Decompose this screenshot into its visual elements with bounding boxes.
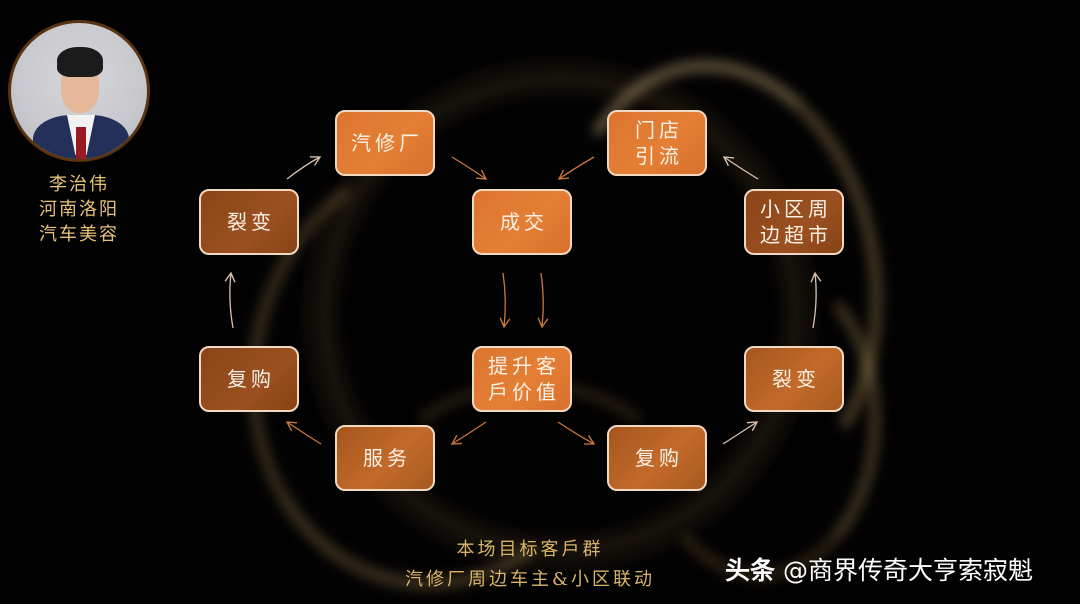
node-qixiuchang: 汽修厂 xyxy=(335,110,435,176)
node-fugou-right: 复购 xyxy=(607,425,707,491)
node-mendian-yinliu: 门店 引流 xyxy=(607,110,707,176)
avatar-hair xyxy=(57,47,103,77)
avatar xyxy=(8,20,150,162)
caption-line1: 本场目标客戶群 xyxy=(456,539,604,560)
target-audience-caption: 本场目标客戶群 汽修厂周边车主&小区联动 xyxy=(380,535,680,595)
light-arc xyxy=(640,260,880,580)
arrow-xiaoqu-to-mendian xyxy=(722,156,759,180)
node-fugou-left: 复购 xyxy=(199,346,299,412)
node-label: 复购 xyxy=(227,367,275,391)
arrow-fuwu-to-fugou-left xyxy=(285,421,322,445)
node-xiaoqu-chaoshi: 小区周 边超市 xyxy=(744,189,844,255)
arrow-tisheng-to-fugou-right xyxy=(557,421,596,445)
arrow-fugou-to-liebian-left xyxy=(224,271,236,329)
node-liebian-left: 裂变 xyxy=(199,189,299,255)
arrow-fugou-to-liebian-right xyxy=(722,421,759,445)
node-label-line2: 边超市 xyxy=(760,223,832,247)
speaker-business: 汽车美容 xyxy=(39,224,119,245)
node-liebian-right: 裂变 xyxy=(744,346,844,412)
node-label: 裂变 xyxy=(772,367,820,391)
speaker-location: 河南洛阳 xyxy=(39,199,119,220)
node-label-line1: 小区周 xyxy=(760,197,832,221)
node-label-line2: 引流 xyxy=(635,144,683,168)
node-chengjiao: 成交 xyxy=(472,189,572,255)
caption-line2: 汽修厂周边车主&小区联动 xyxy=(404,569,656,590)
node-label-line2: 戶价值 xyxy=(488,380,560,404)
node-label-line1: 门店 xyxy=(635,118,683,142)
watermark: 头条@商界传奇大亨索寂魁 xyxy=(725,555,1033,587)
node-label: 复购 xyxy=(635,446,683,470)
speaker-profile: 李治伟 河南洛阳 汽车美容 xyxy=(8,20,150,247)
arrow-qixiuchang-to-chengjiao xyxy=(451,156,488,180)
arrow-liebian-to-qixiuchang xyxy=(286,156,322,180)
node-label: 服务 xyxy=(363,446,411,470)
node-label: 裂变 xyxy=(227,210,275,234)
avatar-tie xyxy=(76,127,86,159)
arrow-chengjiao-to-tisheng-1 xyxy=(499,272,511,329)
watermark-handle: @商界传奇大亨索寂魁 xyxy=(783,556,1034,585)
node-label: 汽修厂 xyxy=(351,131,423,155)
node-label: 成交 xyxy=(500,210,548,234)
arrow-mendian-to-chengjiao xyxy=(557,156,595,180)
watermark-brand: 头条 xyxy=(725,556,776,585)
speaker-name: 李治伟 xyxy=(49,174,109,195)
node-fuwu: 服务 xyxy=(335,425,435,491)
arrow-tisheng-to-fuwu xyxy=(450,421,487,445)
node-label-line1: 提升客 xyxy=(488,354,560,378)
arrow-chengjiao-to-tisheng-2 xyxy=(537,272,549,329)
arrow-liebian-to-xiaoqu-right xyxy=(810,271,822,329)
node-tisheng-kehu-jiazhi: 提升客 戶价值 xyxy=(472,346,572,412)
profile-text: 李治伟 河南洛阳 汽车美容 xyxy=(8,172,150,247)
